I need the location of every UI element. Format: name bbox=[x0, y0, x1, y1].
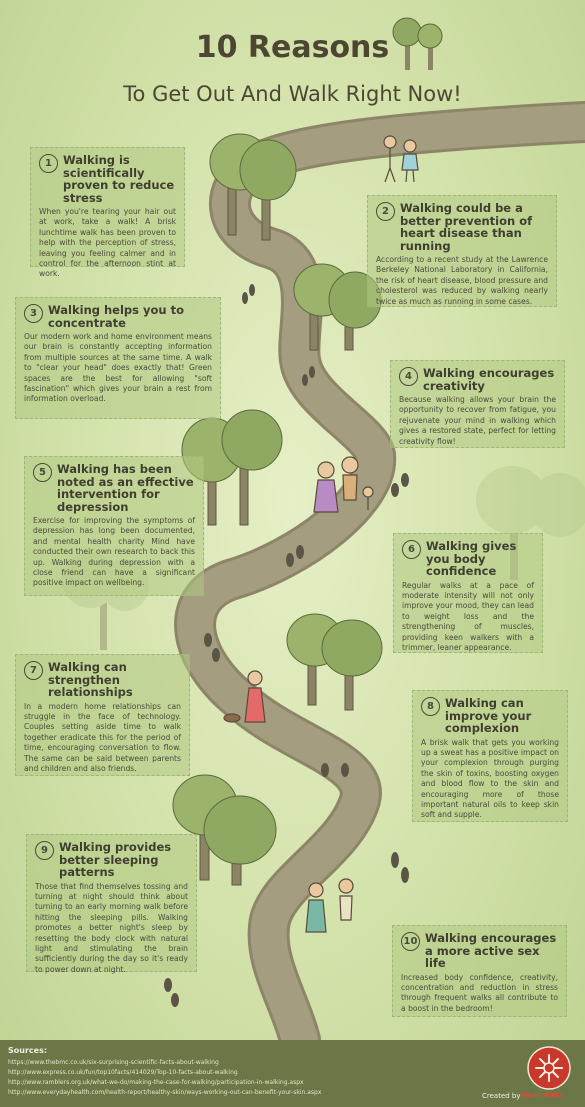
reason-heading: Walking provides better sleeping pattern… bbox=[59, 840, 172, 879]
tree-group-top bbox=[392, 17, 443, 70]
reason-number: 3 bbox=[24, 304, 43, 323]
reason-number: 1 bbox=[39, 154, 58, 173]
reason-body: In a modern home relationships can strug… bbox=[24, 701, 181, 773]
reason-body: Regular walks at a pace of moderate inte… bbox=[402, 580, 534, 652]
world-walks-logo-icon bbox=[527, 1046, 571, 1090]
reason-heading: Walking gives you body confidence bbox=[426, 539, 517, 578]
sources-footer: Sources: https://www.thebmc.co.uk/six-su… bbox=[0, 1040, 585, 1107]
background-illustration bbox=[62, 17, 585, 1040]
reason-heading: Walking is scientifically proven to redu… bbox=[63, 153, 175, 205]
reason-card-8: 8 Walking can improve your complexion A b… bbox=[412, 690, 568, 822]
reason-number: 9 bbox=[35, 841, 54, 860]
source-link[interactable]: https://www.thebmc.co.uk/six-surprising-… bbox=[8, 1059, 219, 1066]
reason-card-7: 7 Walking can strengthen relationships In… bbox=[15, 654, 190, 776]
footprints bbox=[164, 284, 409, 1007]
reason-heading: Walking helps you to concentrate bbox=[48, 303, 184, 330]
reason-heading: Walking encourages a more active sex lif… bbox=[425, 931, 557, 970]
reason-number: 10 bbox=[401, 932, 420, 951]
walker-with-dog bbox=[223, 670, 266, 723]
page-title: 10 Reasons bbox=[195, 30, 390, 65]
reason-card-2: 2 Walking could be a better prevention of… bbox=[367, 195, 557, 307]
reason-body: When you're tearing your hair out at wor… bbox=[39, 207, 176, 279]
reason-body: Because walking allows your brain the op… bbox=[399, 395, 556, 446]
reason-heading: Walking encourages creativity bbox=[423, 366, 555, 393]
reason-number: 5 bbox=[33, 463, 52, 482]
walkers-family bbox=[313, 456, 374, 513]
reason-card-3: 3 Walking helps you to concentrate Our mo… bbox=[15, 297, 221, 419]
reason-body: Increased body confidence, creativity, c… bbox=[401, 972, 558, 1013]
page-subtitle: To Get Out And Walk Right Now! bbox=[123, 82, 462, 106]
brand-name: World Walks bbox=[521, 1092, 563, 1099]
walkers-couple-top bbox=[383, 135, 419, 183]
source-link[interactable]: http://www.ramblers.org.uk/what-we-do/ma… bbox=[8, 1079, 304, 1086]
tree-group-5 bbox=[172, 774, 277, 886]
reason-body: A brisk walk that gets you working up a … bbox=[421, 737, 559, 820]
reason-card-6: 6 Walking gives you body confidence Regul… bbox=[393, 533, 543, 653]
reason-number: 8 bbox=[421, 697, 440, 716]
reason-number: 4 bbox=[399, 367, 418, 386]
reason-heading: Walking could be a better prevention of … bbox=[400, 201, 533, 253]
reason-card-5: 5 Walking has been noted as an effective … bbox=[24, 456, 204, 596]
reason-card-1: 1 Walking is scientifically proven to red… bbox=[30, 147, 185, 278]
sources-label: Sources: bbox=[8, 1046, 48, 1055]
reason-body: According to a recent study at the Lawre… bbox=[376, 255, 548, 306]
reason-body: Those that find themselves tossing and t… bbox=[35, 881, 188, 974]
reason-body: Exercise for improving the symptoms of d… bbox=[33, 516, 195, 588]
reason-heading: Walking has been noted as an effective i… bbox=[57, 462, 194, 514]
source-link[interactable]: http://www.express.co.uk/fun/top10facts/… bbox=[8, 1069, 238, 1076]
tree-group-1 bbox=[209, 133, 297, 241]
created-by-label: Created by bbox=[482, 1092, 521, 1100]
reason-card-9: 9 Walking provides better sleeping patter… bbox=[26, 834, 197, 974]
reason-number: 6 bbox=[402, 540, 421, 559]
reason-body: Our modern work and home environment mea… bbox=[24, 332, 212, 404]
reason-number: 7 bbox=[24, 661, 43, 680]
reason-heading: Walking can improve your complexion bbox=[445, 696, 532, 735]
reason-heading: Walking can strengthen relationships bbox=[48, 660, 133, 699]
reason-card-10: 10 Walking encourages a more active sex l… bbox=[392, 925, 567, 1017]
tree-group-4 bbox=[286, 613, 383, 711]
walkers-couple-bottom bbox=[305, 878, 354, 933]
reason-number: 2 bbox=[376, 202, 395, 221]
source-link[interactable]: http://www.everydayhealth.com/health-rep… bbox=[8, 1089, 322, 1096]
reason-card-4: 4 Walking encourages creativity Because w… bbox=[390, 360, 565, 448]
